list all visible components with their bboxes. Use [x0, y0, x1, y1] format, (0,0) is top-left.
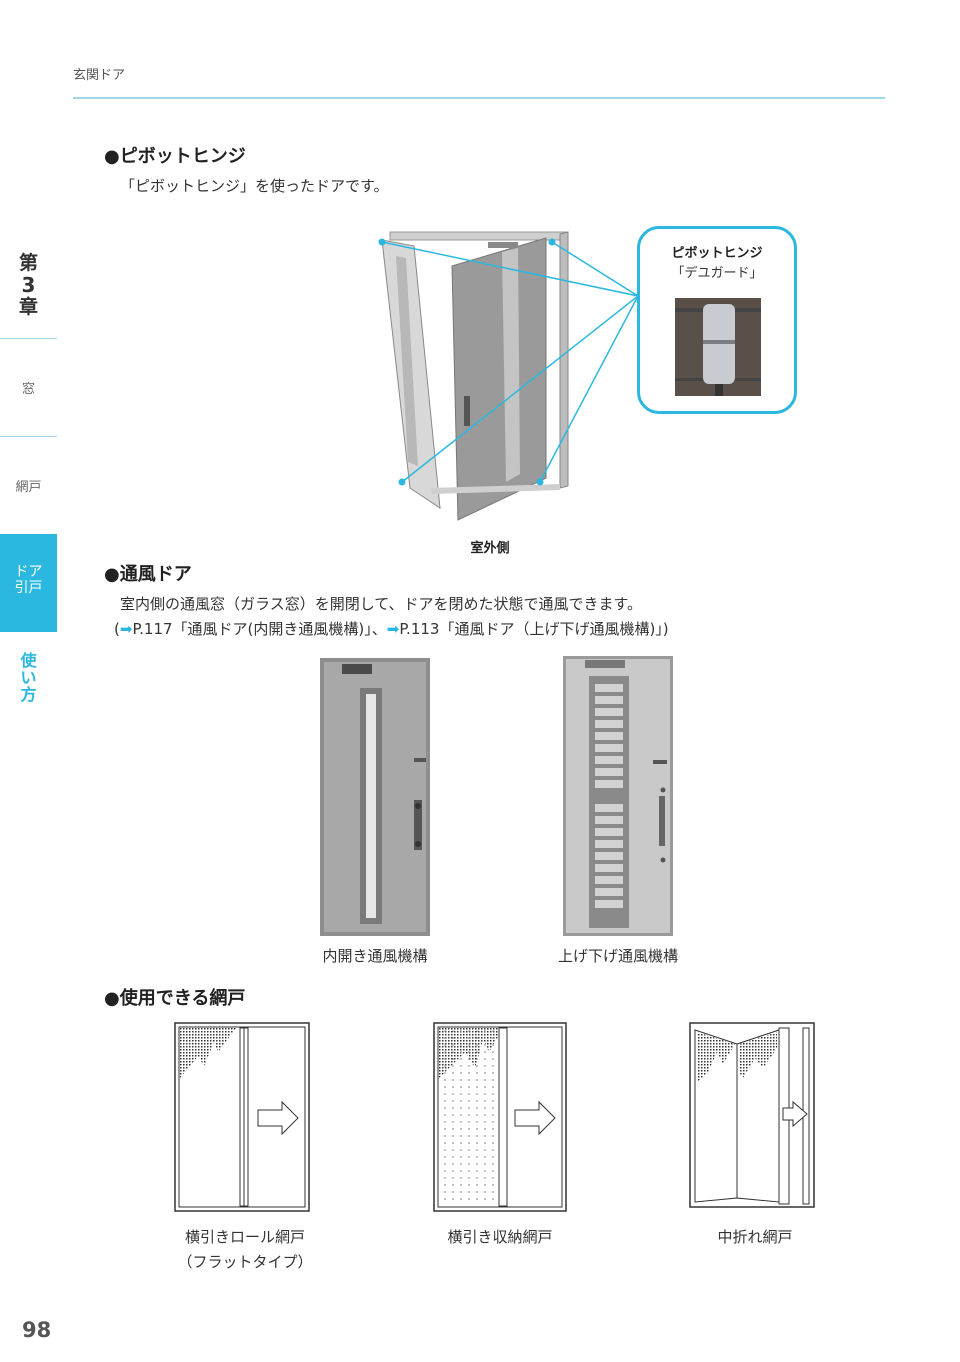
ref-link-p117[interactable]: P.117「通風ドア(内開き通風機構)」、 — [132, 620, 387, 638]
header-rule — [73, 97, 885, 99]
sidebar-divider — [0, 436, 57, 437]
sidebar-item-usage[interactable]: 使 い 方 — [20, 651, 37, 704]
caption-pleated-screen: 横引き収納網戸 — [447, 1228, 553, 1246]
running-header: 玄関ドア — [73, 68, 126, 83]
section-title-vent: ●通風ドア — [104, 564, 192, 585]
caption-folding-screen: 中折れ網戸 — [717, 1228, 793, 1246]
pivot-caption: 室外側 — [470, 541, 510, 556]
page-number: 98 — [22, 1318, 52, 1342]
ref-link-p113[interactable]: P.113「通風ドア（上げ下げ通風機構)」) — [399, 620, 669, 638]
callout-subtitle: 「デユガード」 — [671, 266, 763, 281]
caption-roll-screen: 横引きロール網戸 （フラットタイプ） — [177, 1228, 313, 1271]
roll-screen-diagram — [174, 1022, 310, 1212]
pivot-description: 「ピボットヒンジ」を使ったドアです。 — [120, 177, 389, 195]
arrow-icon: ➡ — [119, 620, 133, 638]
sidebar-item-screen[interactable]: 網戸 — [15, 480, 42, 495]
caption-inward-vent: 内開き通風機構 — [322, 947, 428, 965]
vent-description: 室内側の通風窓（ガラス窓）を開閉して、ドアを閉めた状態で通風できます。 — [120, 595, 643, 613]
arrow-icon: ➡ — [386, 620, 400, 638]
section-title-pivot: ●ピボットヒンジ — [104, 146, 246, 167]
callout-title: ピボットヒンジ — [671, 246, 763, 261]
sidebar-item-window[interactable]: 窓 — [21, 382, 35, 397]
caption-slide-vent: 上げ下げ通風機構 — [557, 947, 678, 965]
hinge-photo — [675, 298, 761, 396]
section-title-screens: ●使用できる網戸 — [104, 988, 246, 1009]
folding-screen-diagram — [689, 1022, 815, 1208]
pivot-door-illustration — [378, 231, 639, 521]
pleated-screen-diagram — [433, 1022, 567, 1212]
sidebar-divider — [0, 338, 57, 339]
sidebar-chapter[interactable]: 第 3 章 — [18, 252, 38, 318]
slide-vent-door-image — [563, 656, 673, 936]
sidebar-item-door-active[interactable]: ドア 引戸 — [0, 534, 57, 632]
inward-vent-door-image — [320, 658, 430, 936]
vent-references: (➡P.117「通風ドア(内開き通風機構)」、➡P.113「通風ドア（上げ下げ通… — [114, 620, 669, 638]
